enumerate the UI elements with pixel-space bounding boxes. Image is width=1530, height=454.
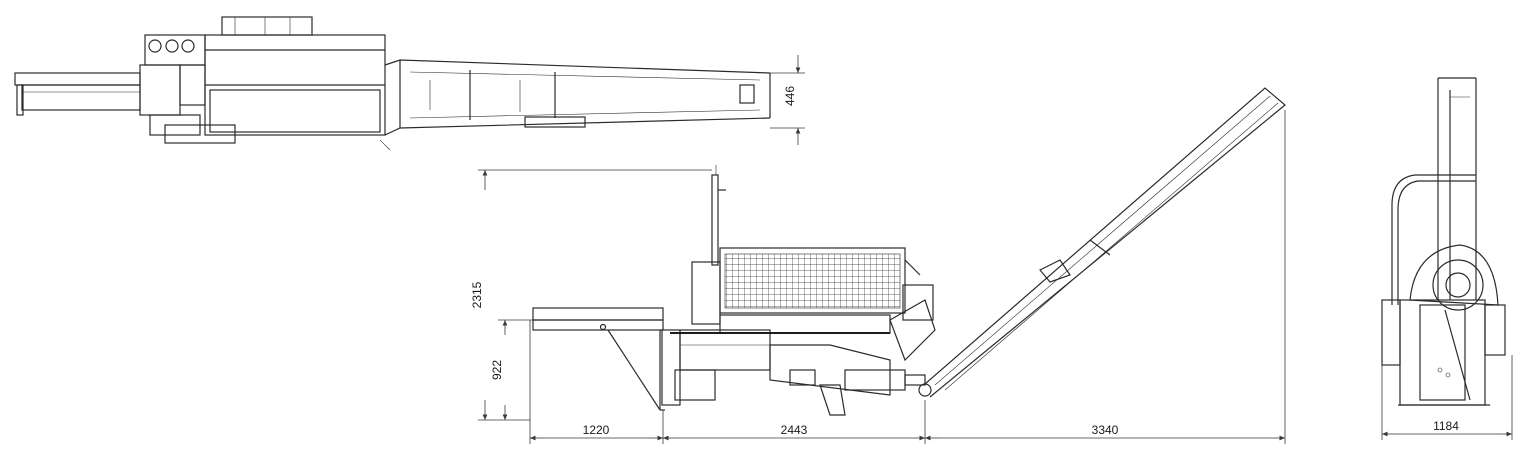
dimension-1184: 1184: [1381, 355, 1513, 440]
dim-top-depth: 446: [783, 86, 797, 106]
dim-table-height: 922: [490, 360, 504, 380]
dimension-horizontal-chain: 1220 2443 3340: [529, 110, 1286, 444]
top-view: [14, 16, 771, 151]
dimension-922: 922: [490, 319, 533, 420]
dim-total-height: 2315: [470, 281, 484, 308]
end-view: [1381, 77, 1506, 406]
dim-conveyor-length: 3340: [1092, 423, 1119, 437]
dim-table-length: 1220: [583, 423, 610, 437]
dim-machine-length: 2443: [781, 423, 808, 437]
side-view: [532, 87, 1286, 416]
dimension-446: 446: [770, 55, 805, 145]
dimension-2315: 2315: [470, 169, 712, 421]
dim-end-width: 1184: [1433, 419, 1459, 433]
